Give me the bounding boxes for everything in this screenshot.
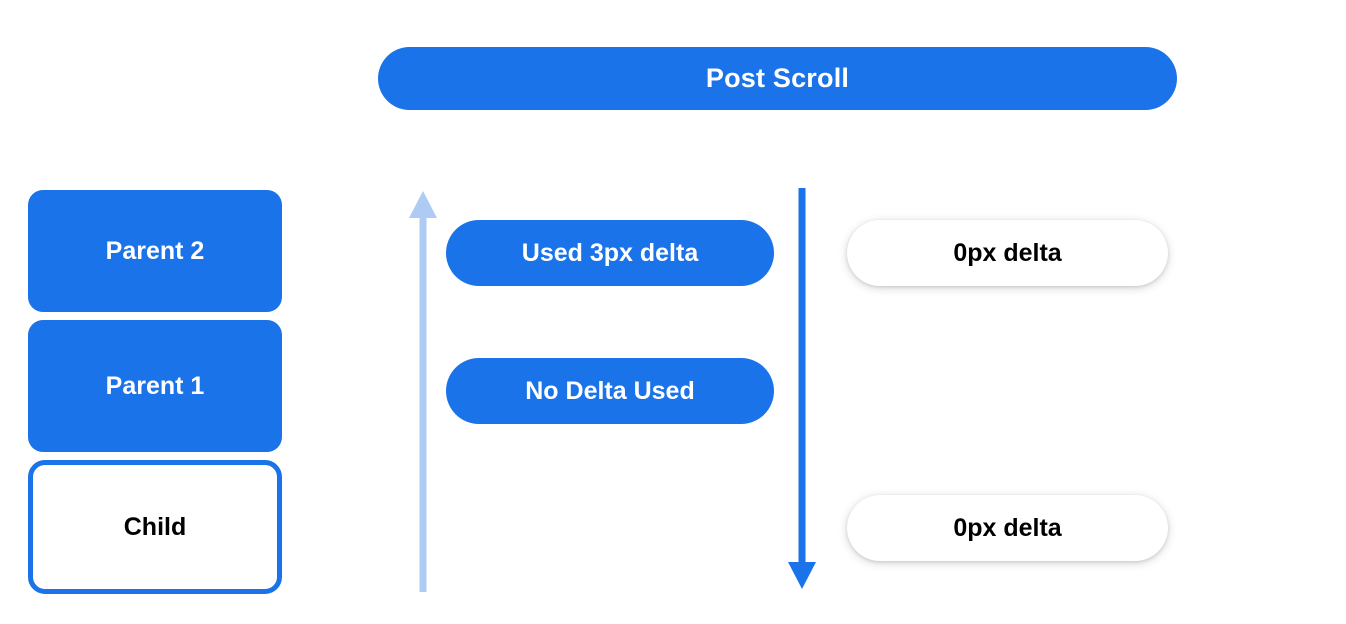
delta-pill-no-delta-used-label: No Delta Used xyxy=(525,376,695,405)
delta-pill-no-delta-used: No Delta Used xyxy=(446,358,774,424)
header-pill: Post Scroll xyxy=(378,47,1177,110)
stack-box-parent-1: Parent 1 xyxy=(28,320,282,452)
stack-box-parent-1-label: Parent 1 xyxy=(105,371,205,400)
result-pill-bottom-label: 0px delta xyxy=(953,513,1062,542)
result-pill-top-label: 0px delta xyxy=(953,238,1062,267)
stack-box-child-label: Child xyxy=(123,512,187,541)
stack-box-parent-2-label: Parent 2 xyxy=(105,236,205,265)
stack-box-child: Child xyxy=(28,460,282,594)
stack-box-parent-2: Parent 2 xyxy=(28,190,282,312)
scroll-down-arrow-icon xyxy=(788,188,816,589)
header-title: Post Scroll xyxy=(705,63,850,93)
delta-pill-used-3px: Used 3px delta xyxy=(446,220,774,286)
result-pill-bottom: 0px delta xyxy=(847,495,1168,561)
result-pill-top: 0px delta xyxy=(847,220,1168,286)
delta-pill-used-3px-label: Used 3px delta xyxy=(521,238,699,267)
scroll-up-arrow-icon xyxy=(409,191,437,592)
